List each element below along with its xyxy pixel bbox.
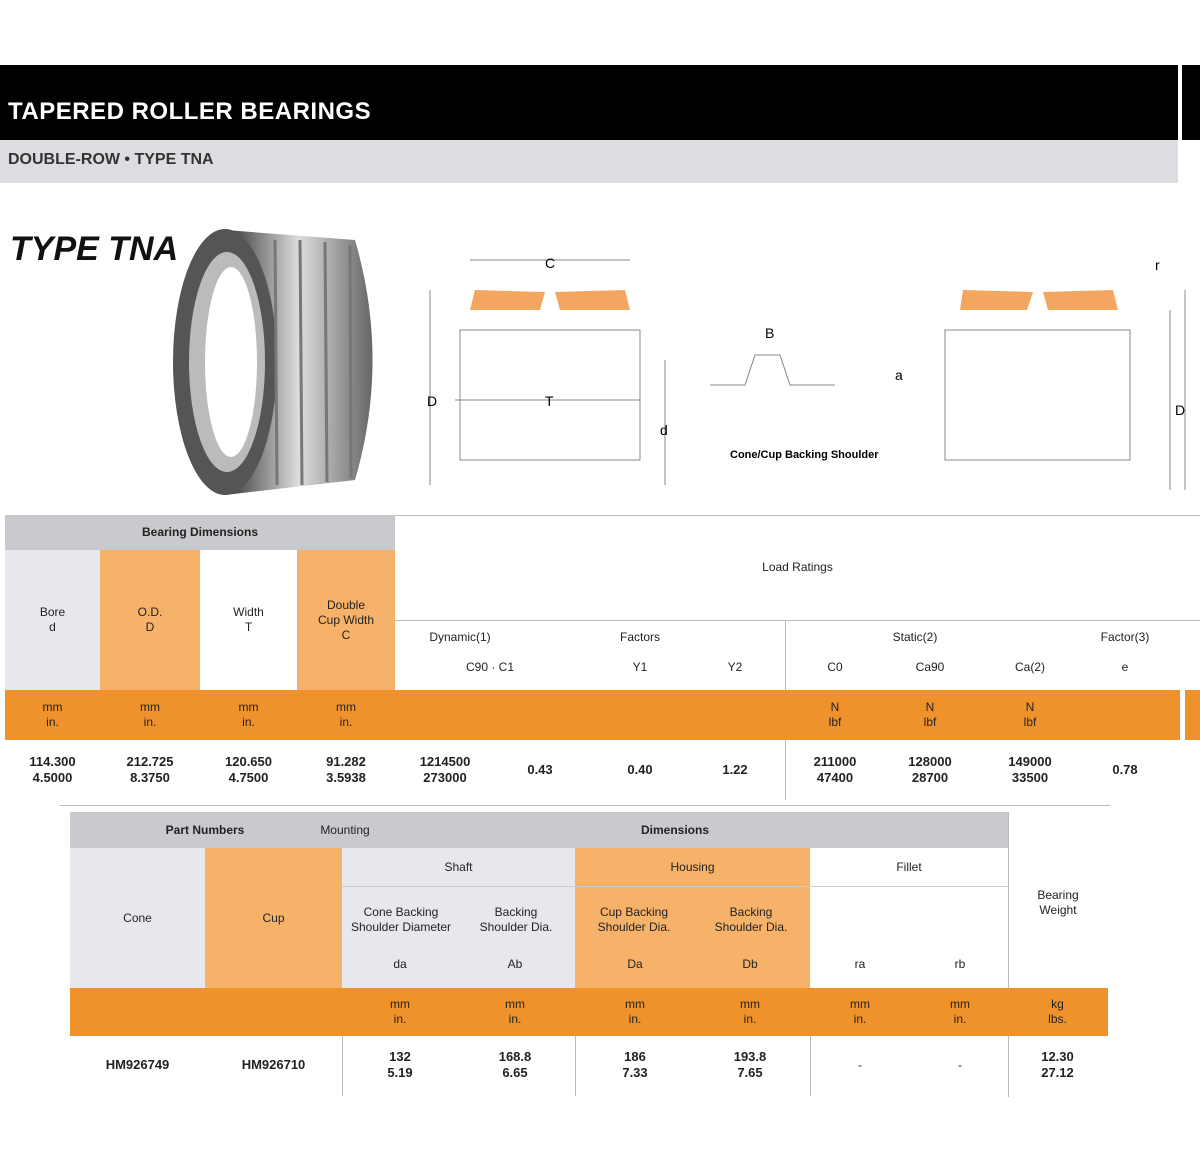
dim-c-label: C: [545, 255, 555, 271]
e-value: 0.78: [1112, 761, 1138, 777]
mounting-header: Mounting: [320, 822, 370, 837]
col-header: Backing Shoulder Dia.: [714, 905, 788, 934]
page-title: TAPERED ROLLER BEARINGS: [8, 98, 372, 125]
unit: mm in.: [390, 997, 410, 1026]
col-symbol: Ab: [507, 956, 523, 971]
page-subtitle: DOUBLE-ROW • TYPE TNA: [8, 151, 214, 168]
ca-value: 149000 33500: [1008, 753, 1052, 785]
unit: mm in.: [950, 997, 970, 1026]
col-symbol: ra: [854, 956, 866, 971]
svg-text:a: a: [895, 367, 903, 383]
svg-text:r: r: [1155, 257, 1160, 273]
cone-header: Cone: [70, 848, 205, 988]
e-header: e: [1121, 660, 1129, 674]
unit: mm in.: [625, 997, 645, 1026]
dynamic-sub: C90 · C1: [465, 660, 515, 674]
od-value: 212.725 8.3750: [126, 753, 174, 785]
svg-text:T: T: [545, 393, 554, 409]
width-header: Width T: [233, 605, 264, 634]
cup-width-header: Double Cup Width C: [297, 550, 395, 690]
weight-value: 12.30 27.12: [1041, 1048, 1074, 1080]
od-header: O.D. D: [100, 550, 200, 690]
unit: mm in.: [336, 700, 356, 729]
unit: N lbf: [828, 700, 842, 729]
col-header: Cone Backing Shoulder Diameter: [350, 905, 452, 934]
cross-section-diagram: C T D d B a r D Cone/Cup Backing Shoulde…: [427, 255, 1186, 490]
width-value: 120.650 4.7500: [225, 753, 272, 785]
load-ratings-header: Load Ratings: [762, 560, 833, 574]
col-symbol: rb: [954, 956, 966, 971]
cup-width-value: 91.282 3.5938: [326, 753, 366, 785]
weight-header: Bearing Weight: [1037, 888, 1079, 917]
unit: mm in.: [42, 700, 63, 729]
housing-header: Housing: [670, 859, 715, 874]
unit: mm in.: [505, 997, 525, 1026]
ra-value: -: [858, 1057, 862, 1072]
unit: mm in.: [740, 997, 760, 1026]
col-symbol: Da: [627, 956, 643, 971]
ca90-header: Ca90: [915, 660, 945, 674]
factor-e-header: Factor(3): [1100, 630, 1150, 644]
static-header: Static(2): [892, 630, 938, 644]
col-symbol: Db: [742, 956, 758, 971]
col-header: Cup Backing Shoulder Dia.: [597, 905, 671, 934]
dynamic-value: 1214500 273000: [419, 753, 471, 785]
ab-value: 168.8 6.65: [498, 1048, 532, 1080]
unit: mm in.: [238, 700, 259, 729]
shaft-header: Shaft: [444, 859, 473, 874]
header-band-edge: [1182, 65, 1200, 140]
cup-part-number: HM926710: [241, 1056, 306, 1072]
dimensions-header: Dimensions: [640, 822, 709, 837]
col-symbol: da: [393, 956, 407, 971]
y2-header: Y2: [727, 660, 743, 674]
bore-value: 114.300 4.5000: [29, 753, 76, 785]
unit: N lbf: [1023, 700, 1037, 729]
c1-value: 0.43: [527, 761, 553, 777]
svg-text:D: D: [1175, 402, 1185, 418]
cup-header: Cup: [205, 848, 342, 988]
col-header: Backing Shoulder Dia.: [479, 905, 553, 934]
bearing-image: [173, 229, 373, 495]
rb-value: -: [958, 1057, 962, 1072]
header-band: [0, 65, 1178, 140]
Db-value: 193.8 7.65: [733, 1048, 767, 1080]
y1-value: 0.40: [627, 761, 653, 777]
c0-header: C0: [827, 660, 843, 674]
unit: N lbf: [923, 700, 937, 729]
unit: mm in.: [140, 700, 160, 729]
svg-text:Cone/Cup Backing Shoulder: Cone/Cup Backing Shoulder: [730, 449, 879, 461]
ca90-value: 128000 28700: [908, 753, 952, 785]
bearing-dimensions-header: Bearing Dimensions: [5, 515, 395, 550]
y2-value: 1.22: [722, 761, 748, 777]
subtitle-band: [0, 140, 1178, 183]
y1-header: Y1: [632, 660, 648, 674]
cone-part-number: HM926749: [105, 1056, 170, 1072]
type-label: TYPE TNA: [10, 230, 179, 268]
da-value: 132 5.19: [387, 1048, 413, 1080]
unit: mm in.: [850, 997, 870, 1026]
svg-text:d: d: [660, 422, 668, 438]
units-row: [70, 988, 1108, 1036]
factors-header: Factors: [619, 630, 660, 644]
dynamic-header: Dynamic(1): [429, 630, 491, 644]
ca-header: Ca(2): [1014, 660, 1045, 674]
part-numbers-header: Part Numbers: [165, 822, 245, 837]
svg-text:B: B: [765, 325, 774, 341]
Da-value: 186 7.33: [622, 1048, 648, 1080]
units-row: [5, 690, 1180, 740]
fillet-header: Fillet: [896, 859, 922, 874]
bore-header: Bore d: [5, 550, 100, 690]
unit: kg lbs.: [1048, 997, 1067, 1026]
c0-value: 211000 47400: [813, 753, 857, 785]
svg-text:D: D: [427, 393, 437, 409]
